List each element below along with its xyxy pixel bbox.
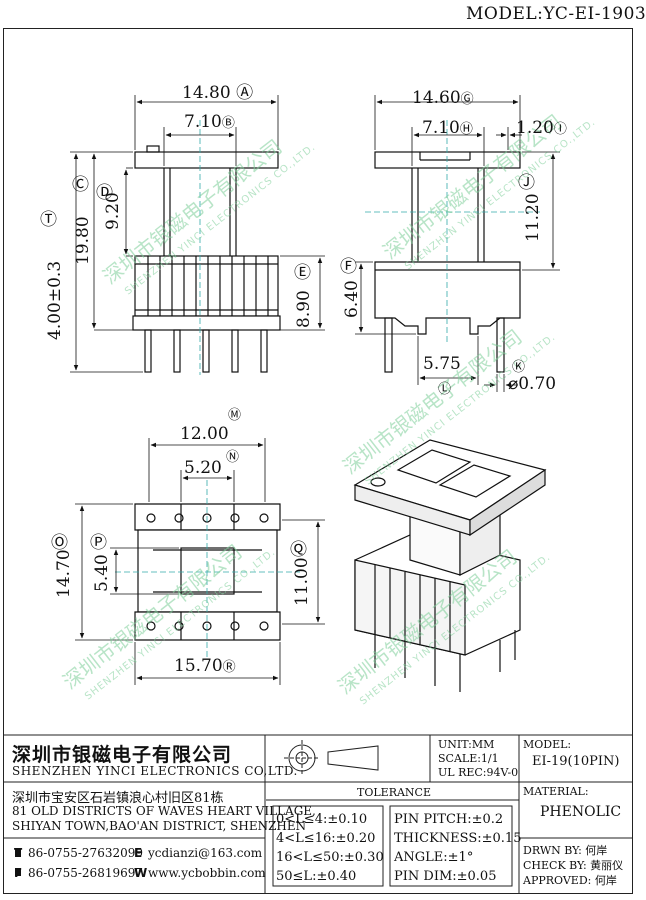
dim-j: 11.20 — [523, 193, 543, 242]
title-block-lines — [4, 734, 632, 893]
dim-c-tag: Ⓒ — [72, 175, 89, 195]
ul-label: UL REC:94V-0 — [438, 766, 519, 779]
fax-value: 86-0755-26819697 — [28, 866, 143, 880]
dim-l-tag: Ⓛ — [438, 382, 452, 397]
dim-d-tag: Ⓓ — [96, 183, 113, 203]
approved-by: APPROVED: 何岸 — [523, 874, 617, 887]
dim-d: 9.20 — [103, 192, 123, 230]
address-en-1: 81 OLD DISTRICTS OF WAVES HEART VILLAGE, — [12, 804, 316, 818]
isometric-view — [353, 439, 547, 692]
web-value[interactable]: www.ycbobbin.com — [148, 866, 266, 880]
phone-icon — [15, 849, 21, 857]
tolerance-label: TOLERANCE — [357, 786, 431, 799]
fax-label: F — [14, 866, 23, 880]
dim-t: 4.00±0.3 — [45, 260, 65, 340]
model-value: EI-19(10PIN) — [532, 754, 620, 769]
dim-p: 5.40 — [92, 554, 112, 592]
dim-e: 8.90 — [294, 290, 314, 328]
bottom-dim-lines — [75, 438, 325, 685]
dim-g: 14.60Ⓖ — [412, 88, 474, 108]
dim-l: 5.75 — [423, 354, 461, 374]
web-label: W — [134, 866, 148, 880]
company-name-cn: 深圳市银磁电子有限公司 — [12, 744, 233, 766]
drawn-by: DRWN BY: 何岸 — [523, 844, 608, 857]
fax-icon — [15, 868, 21, 876]
drawing-frame — [3, 28, 633, 894]
unit-label: UNIT:MM — [438, 738, 495, 751]
address-cn: 深圳市宝安区石岩镇浪心村旧区81栋 — [12, 791, 224, 806]
dim-o-tag: Ⓞ — [51, 533, 68, 553]
dim-j-tag: Ⓙ — [518, 173, 535, 193]
dim-q-tag: Ⓠ — [290, 540, 307, 560]
email-label: E — [134, 846, 143, 860]
material-value: PHENOLIC — [540, 804, 622, 820]
front-dim-lines — [70, 95, 325, 373]
dim-p-tag: Ⓟ — [90, 533, 107, 553]
dim-b: 7.10Ⓑ — [184, 112, 235, 132]
company-name-en: SHENZHEN YINCI ELECTRONICS CO,LTD. — [12, 764, 298, 778]
tel-value: 86-0755-27632099 — [28, 846, 143, 860]
dim-m-tag: Ⓜ — [228, 408, 242, 423]
email-value[interactable]: ycdianzi@163.com — [148, 846, 263, 860]
model-label: MODEL: — [523, 738, 572, 751]
dim-e-tag: Ⓔ — [294, 263, 311, 283]
tolerance-left: 0<L≤4:±0.10 4<L≤16:±0.20 16<L≤50:±0.30 5… — [276, 812, 384, 884]
dim-f-tag: Ⓕ — [340, 257, 357, 277]
dim-k-tag: Ⓚ — [512, 360, 526, 375]
dim-r: 15.70Ⓡ — [174, 656, 236, 676]
dim-n: 5.20 — [184, 458, 222, 478]
dim-t-tag: Ⓣ — [40, 210, 57, 230]
model-header: MODEL:YC-EI-1903 — [466, 4, 646, 24]
dim-i: 1.20Ⓘ — [516, 118, 567, 138]
dim-c: 19.80 — [73, 216, 93, 265]
dim-n-tag: Ⓝ — [226, 450, 240, 465]
material-label: MATERIAL: — [523, 785, 589, 798]
dim-h: 7.10Ⓗ — [422, 118, 473, 138]
dim-k: ⌀0.70 — [508, 374, 557, 394]
front-view — [132, 120, 281, 375]
dim-q: 11.00 — [292, 557, 312, 606]
tel-label: T — [14, 846, 23, 860]
tolerance-right: PIN PITCH:±0.2 THICKNESS:±0.15 ANGLE:±1°… — [394, 812, 522, 884]
dim-m: 12.00 — [180, 424, 229, 444]
dim-a: 14.80 Ⓐ — [182, 83, 254, 103]
svg-text:SHENZHEN YINCI ELECTRONICS CO.: SHENZHEN YINCI ELECTRONICS CO.,LTD. — [403, 117, 598, 273]
check-by: CHECK BY: 黄丽仪 — [523, 859, 624, 872]
dim-o: 14.70 — [54, 549, 74, 598]
dim-f: 6.40 — [342, 280, 362, 318]
side-dim-lines — [355, 95, 560, 392]
scale-label: SCALE:1/1 — [438, 752, 499, 765]
bottom-view — [115, 480, 300, 660]
contact-icons — [15, 849, 21, 876]
address-en-2: SHIYAN TOWN,BAO'AN DISTRICT, SHENZHEN — [12, 819, 307, 833]
